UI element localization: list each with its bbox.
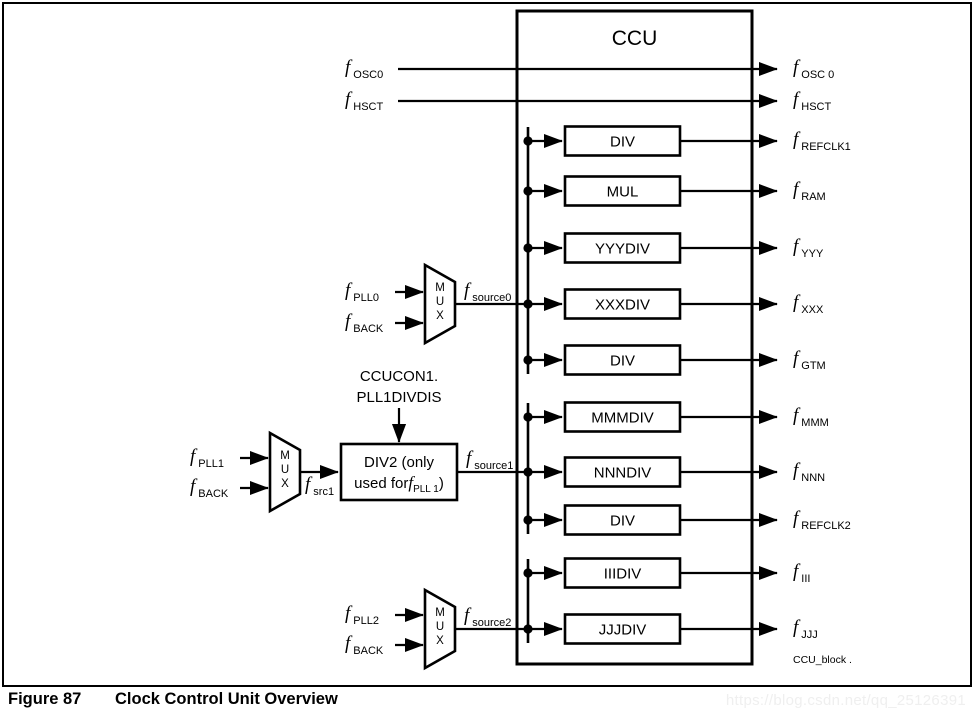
control-signal-line1: CCUCON1. (360, 368, 438, 385)
divider-box-label: DIV (610, 513, 635, 530)
mux-source2-body (423, 587, 457, 671)
div2-line2: used forfPLL 1) (354, 473, 444, 495)
divider-box-label: MMMDIV (591, 410, 654, 427)
divider-box-label: NNNDIV (594, 465, 652, 482)
divider-box-label: XXXDIV (595, 297, 650, 314)
divider-box-label: IIIDIV (604, 566, 642, 583)
div2-box (339, 442, 459, 502)
divider-box (563, 504, 682, 536)
mux-source0-letter: U (436, 296, 444, 308)
mux-src1[interactable]: MUX (268, 430, 302, 514)
divider-box (563, 613, 682, 645)
control-signal-line2: PLL1DIVDIS (356, 389, 441, 406)
mux-source2-letter: X (436, 635, 444, 647)
mux-source0[interactable]: MUX (423, 262, 457, 346)
watermark-text: https://blog.csdn.net/qq_25126391 (725, 692, 966, 709)
div2-line1: DIV2 (only (364, 454, 435, 471)
mux-source0-letter: X (436, 310, 444, 322)
divider-box (563, 232, 682, 264)
divider-box-label: JJJDIV (599, 622, 647, 639)
divider-box-label: DIV (610, 353, 635, 370)
figure-number: Figure 87 (8, 690, 82, 708)
ccu-title: CCU (612, 27, 658, 50)
mux-source0-body (423, 262, 457, 346)
mux-source2-letter: M (435, 607, 445, 619)
ccu-block-note: CCU_block . (793, 654, 852, 666)
divider-box-label: MUL (607, 184, 639, 201)
figure-caption: Clock Control Unit Overview (115, 690, 338, 708)
mux-src1-letter: M (280, 450, 290, 462)
ccu-boundary (515, 9, 754, 666)
divider-box (563, 401, 682, 433)
divider-box-label: DIV (610, 134, 635, 151)
mux-source0-letter: M (435, 282, 445, 294)
mux-src1-letter: U (281, 464, 289, 476)
mux-source2-letter: U (436, 621, 444, 633)
divider-box (563, 456, 682, 488)
divider-box (563, 557, 682, 589)
divider-box-label: YYYDIV (595, 241, 650, 258)
mux-src1-letter: X (281, 478, 289, 490)
mux-src1-body (268, 430, 302, 514)
mux-source2[interactable]: MUX (423, 587, 457, 671)
